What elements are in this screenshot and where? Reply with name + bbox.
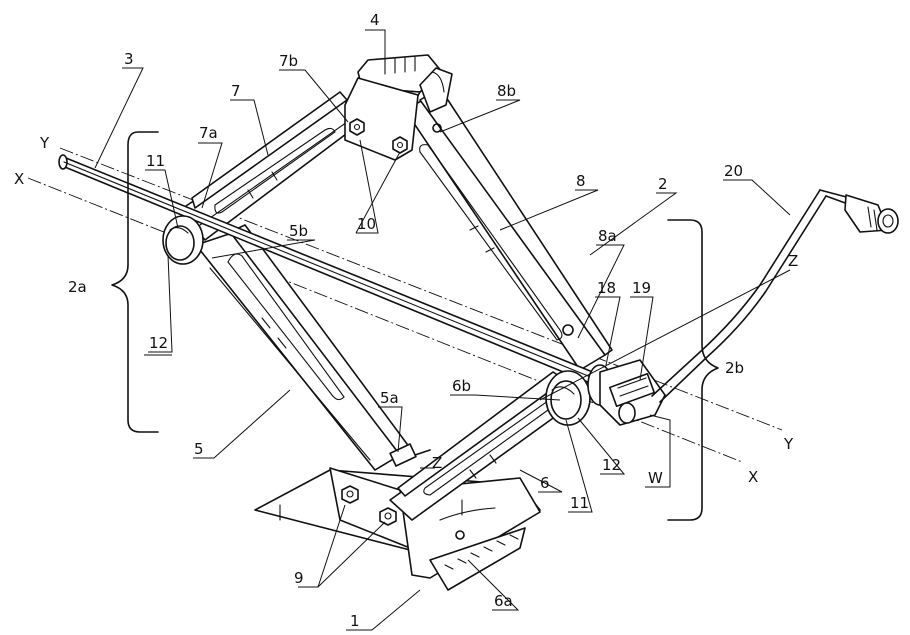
label-8b: 8b: [497, 82, 516, 100]
label-11-left: 11: [146, 152, 165, 170]
label-z-right: Z: [788, 252, 798, 270]
label-8a: 8a: [598, 227, 617, 245]
label-w: W: [648, 469, 663, 487]
label-5a: 5a: [380, 389, 399, 407]
rivet-hex-top-2: [392, 136, 408, 154]
rivet-hex-1: [341, 485, 359, 504]
coupling-block: [599, 359, 666, 426]
label-6: 6: [540, 474, 550, 492]
label-7: 7: [231, 82, 241, 100]
label-7b: 7b: [279, 52, 298, 70]
label-x-left: X: [14, 170, 24, 188]
label-x-right: X: [748, 468, 758, 486]
label-10: 10: [357, 215, 376, 233]
saddle-4: [344, 54, 453, 161]
label-5b: 5b: [289, 222, 308, 240]
arm-8: [404, 87, 613, 371]
label-11-right: 11: [570, 494, 589, 512]
label-underlines: [122, 29, 624, 631]
label-6a: 6a: [494, 592, 513, 610]
rivet-hex-top-1: [349, 118, 365, 136]
label-6b: 6b: [452, 377, 471, 395]
label-12-left: 12: [149, 334, 168, 352]
pivot-left: [162, 215, 204, 265]
crank-handle: [651, 189, 899, 403]
label-9: 9: [294, 569, 304, 587]
label-19: 19: [632, 279, 651, 297]
brace-2b: [667, 219, 719, 521]
braces: [111, 131, 719, 521]
label-y-left: Y: [39, 134, 50, 152]
label-y-right: Y: [783, 435, 794, 453]
label-4: 4: [370, 11, 380, 29]
label-8: 8: [576, 172, 586, 190]
label-5: 5: [194, 440, 204, 458]
label-12-right: 12: [602, 456, 621, 474]
label-18: 18: [597, 279, 616, 297]
label-2: 2: [658, 175, 668, 193]
label-20: 20: [724, 162, 743, 180]
brace-2a: [111, 131, 159, 433]
label-z-left: Z: [432, 454, 442, 472]
label-2a: 2a: [68, 278, 87, 296]
label-7a: 7a: [199, 124, 218, 142]
label-3: 3: [124, 50, 134, 68]
label-2b: 2b: [725, 359, 744, 377]
rivet-hex-2: [379, 507, 397, 526]
label-1: 1: [350, 612, 360, 630]
arm-6: [389, 371, 586, 521]
leader-lines: [94, 29, 791, 631]
axis-y-line: [59, 147, 783, 431]
part-labels: 3 4 7b 7 7a 8b 10 11 12 5b 8 2 8a 18 19 …: [14, 11, 798, 630]
